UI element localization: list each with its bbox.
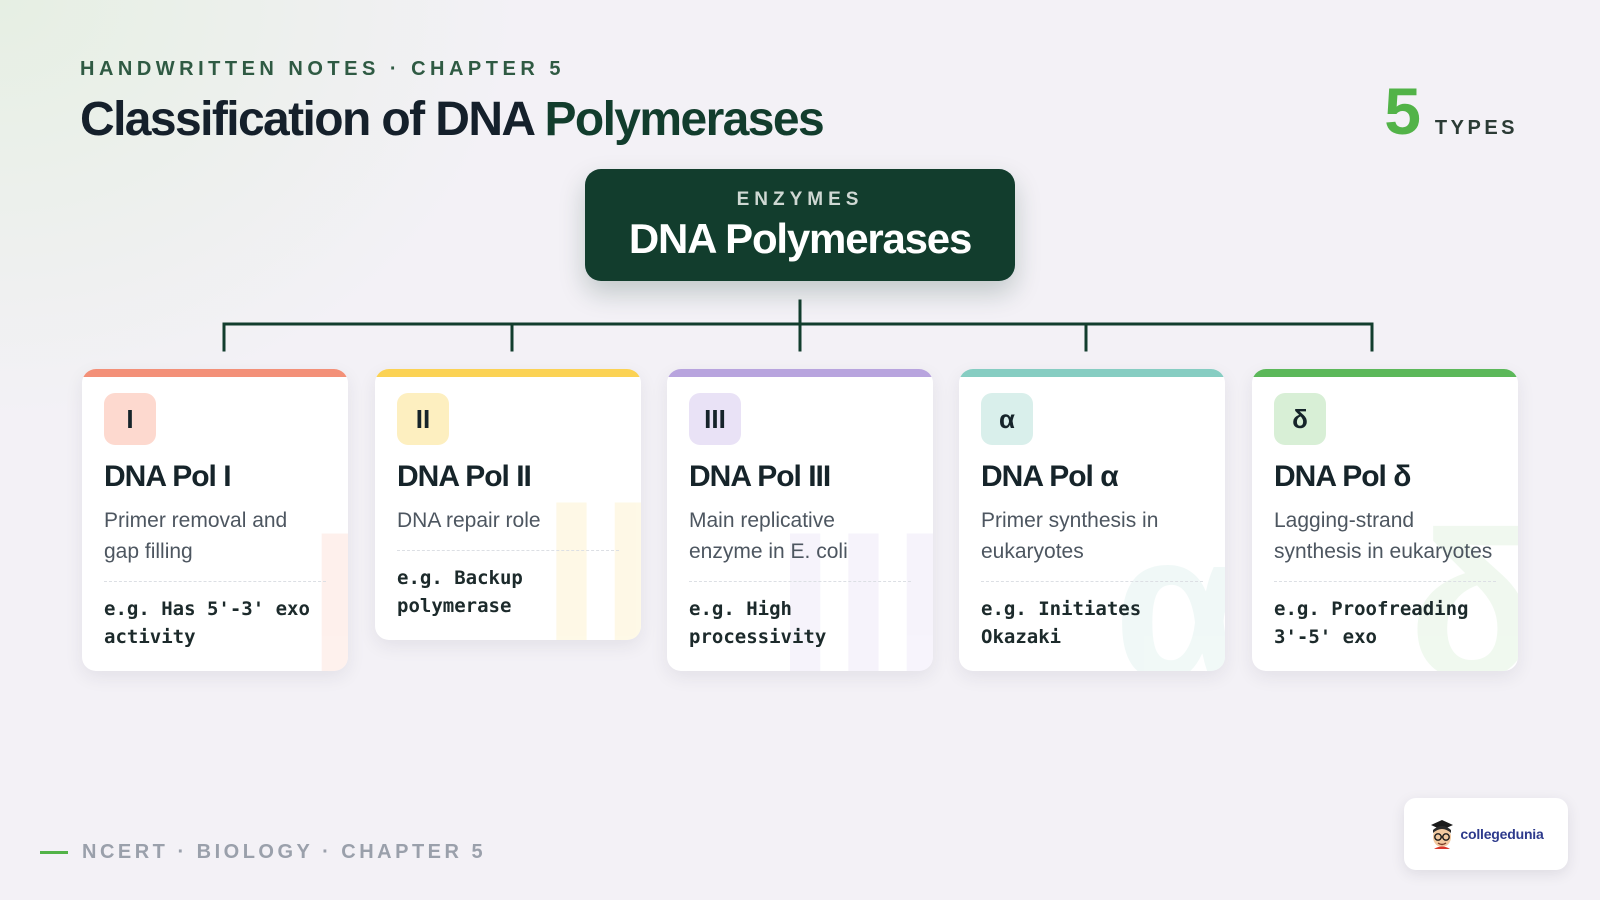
- title-part-2: Polymerases: [544, 93, 824, 146]
- card-example: e.g. High processivity: [689, 598, 827, 648]
- root-eyebrow: ENZYMES: [736, 189, 864, 210]
- card-description: Lagging-strand synthesis in eukaryotes: [1274, 505, 1496, 582]
- logo-text: collegedunia: [1460, 826, 1544, 842]
- card-accent-bar: [667, 369, 933, 377]
- card-pol-iii: III III DNA Pol III Main replicative enz…: [667, 369, 933, 671]
- root-node: ENZYMES DNA Polymerases: [585, 169, 1015, 281]
- header-eyebrow: HANDWRITTEN NOTES · CHAPTER 5: [80, 58, 565, 80]
- card-description: Primer synthesis in eukaryotes: [981, 505, 1203, 582]
- card-title: DNA Pol δ: [1274, 460, 1411, 493]
- card-title: DNA Pol I: [104, 460, 232, 493]
- types-count-label: TYPES: [1434, 117, 1518, 139]
- card-badge: δ: [1274, 393, 1326, 445]
- card-accent-bar: [375, 369, 641, 377]
- card-pol-ii: II II DNA Pol II DNA repair role e.g. Ba…: [375, 369, 641, 640]
- title-part-1: Classification of DNA: [80, 93, 534, 146]
- mascot-icon: [1431, 820, 1454, 849]
- card-example: e.g. Proofreading 3'-5' exo: [1274, 598, 1480, 648]
- card-accent-bar: [82, 369, 348, 377]
- page-title: Classification of DNA Polymerases: [80, 92, 825, 147]
- collegedunia-logo: collegedunia: [1404, 798, 1568, 870]
- card-title: DNA Pol II: [397, 460, 532, 493]
- connector-lines: [222, 299, 1374, 352]
- types-count: 5 TYPES: [1384, 78, 1518, 144]
- card-accent-bar: [959, 369, 1225, 377]
- root-title: DNA Polymerases: [628, 215, 972, 262]
- card-example: e.g. Has 5'-3' exo activity: [104, 598, 322, 648]
- footer-accent-line: [40, 851, 68, 854]
- card-description: Main replicative enzyme in E. coli: [689, 505, 911, 582]
- card-title: DNA Pol α: [981, 460, 1119, 493]
- card-badge: II: [397, 393, 449, 445]
- card-pol-delta: δ δ DNA Pol δ Lagging-strand synthesis i…: [1252, 369, 1518, 671]
- card-title: DNA Pol III: [689, 460, 831, 493]
- card-badge: III: [689, 393, 741, 445]
- card-description: DNA repair role: [397, 505, 619, 551]
- footer: NCERT · BIOLOGY · CHAPTER 5: [40, 841, 486, 864]
- card-badge: α: [981, 393, 1033, 445]
- types-count-value: 5: [1384, 74, 1421, 148]
- footer-text: NCERT · BIOLOGY · CHAPTER 5: [82, 841, 487, 863]
- card-pol-alpha: α α DNA Pol α Primer synthesis in eukary…: [959, 369, 1225, 671]
- card-description: Primer removal and gap filling: [104, 505, 326, 582]
- card-example: e.g. Backup polymerase: [397, 567, 535, 617]
- card-badge: I: [104, 393, 156, 445]
- card-accent-bar: [1252, 369, 1518, 377]
- card-pol-i: I I DNA Pol I Primer removal and gap fil…: [82, 369, 348, 671]
- card-example: e.g. Initiates Okazaki: [981, 598, 1153, 648]
